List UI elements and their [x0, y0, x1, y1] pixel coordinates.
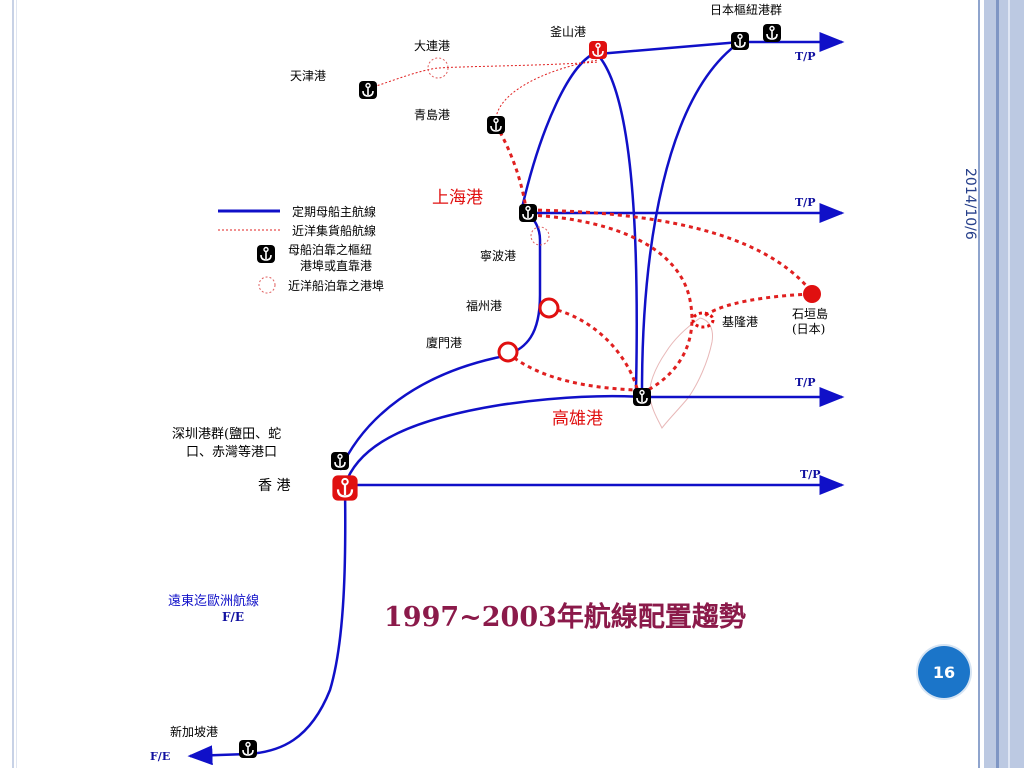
fe-label-bottom: F/E	[150, 750, 170, 763]
shenzhen-label-1: 深圳港群(鹽田、蛇	[172, 427, 281, 442]
fuzhou-port-marker	[538, 297, 560, 319]
main-route-shanghai-busan	[520, 50, 599, 209]
main-route-fe-arrow	[187, 745, 249, 766]
fe-label-mid: F/E	[222, 610, 244, 624]
ishigaki-label-1: 石垣島	[792, 306, 828, 321]
feeder-xiamen-kaohsiung	[507, 351, 637, 392]
xiamen-label: 廈門港	[426, 335, 462, 350]
slide-title: 1997~2003年航線配置趨勢	[384, 601, 746, 633]
tianjin-anchor-icon	[358, 80, 378, 100]
slide-date: 2014/10/6	[962, 168, 978, 240]
kaohsiung-anchor-icon	[632, 387, 652, 407]
japan-hub-anchor-icon-2	[762, 23, 782, 43]
legend-feeder-route-label: 近洋集貨船航線	[292, 223, 376, 238]
left-margin-line-2	[16, 0, 17, 768]
shanghai-label: 上海港	[432, 188, 483, 208]
japan-hub-anchor-icon	[730, 31, 750, 51]
dalian-port-marker	[427, 57, 449, 79]
fuzhou-label: 福州港	[466, 298, 502, 313]
main-route-busan-kaohsiung	[597, 54, 638, 391]
dalian-label: 大連港	[414, 39, 450, 53]
feeder-shanghai-kaohsiung	[529, 213, 694, 395]
shanghai-anchor-icon	[518, 203, 538, 223]
ishigaki-label-2: (日本)	[792, 322, 825, 336]
keelung-label: 基隆港	[722, 314, 758, 329]
route-diagram: 定期母船主航線 近洋集貨船航線 母船泊靠之樞紐 港埠或直靠港 近洋船泊靠之港埠 …	[150, 2, 845, 766]
busan-anchor-icon	[588, 40, 608, 60]
legend-feeder-port-swatch	[258, 276, 276, 294]
feeder-qingdao-shanghai	[498, 131, 528, 209]
shenzhen-anchor-icon	[330, 451, 350, 471]
main-route-hk-kaohsiung	[343, 394, 643, 486]
tp-label-japan: T/P	[795, 50, 815, 63]
page-number-badge: 16	[918, 646, 970, 698]
feeder-shanghai-ishigaki	[529, 208, 812, 291]
right-sidebar	[984, 0, 1024, 768]
left-margin-line	[12, 0, 14, 768]
taiwan-outline	[649, 317, 713, 429]
tianjin-label: 天津港	[290, 69, 326, 83]
fe-route-name: 遠東迄歐洲航線	[168, 593, 259, 609]
hongkong-anchor-icon	[331, 474, 359, 502]
sidebar-stripe	[996, 0, 999, 768]
legend-hub-label-1: 母船泊靠之樞紐	[288, 242, 372, 257]
tp-label-shanghai: T/P	[795, 196, 815, 209]
singapore-anchor-icon	[238, 739, 258, 759]
right-margin-line	[978, 0, 980, 768]
ishigaki-port-marker	[803, 285, 821, 303]
legend-hub-anchor-icon	[256, 244, 276, 264]
qingdao-anchor-icon	[486, 115, 506, 135]
feeder-qingdao-busan	[495, 59, 599, 119]
keelung-port-marker	[691, 311, 715, 329]
shenzhen-label-2: 口、赤灣等港口	[186, 444, 277, 460]
kaohsiung-label: 高雄港	[552, 409, 603, 429]
ningbo-label: 寧波港	[480, 248, 516, 263]
ningbo-port-marker	[530, 226, 550, 246]
qingdao-label: 青島港	[414, 107, 450, 122]
busan-label: 釜山港	[550, 24, 586, 39]
legend-main-route-label: 定期母船主航線	[292, 204, 376, 219]
feeder-fuzhou-kaohsiung	[549, 306, 640, 393]
tp-label-hongkong: T/P	[800, 468, 820, 481]
main-route-fe	[247, 487, 347, 756]
feeder-tianjin-dalian-busan	[369, 61, 599, 89]
hongkong-label: 香 港	[258, 478, 290, 494]
sidebar-stripe-2	[1008, 0, 1010, 768]
legend-hub-label-2: 港埠或直靠港	[300, 259, 372, 273]
legend-feeder-port-label: 近洋船泊靠之港埠	[288, 278, 384, 293]
japan-hub-label: 日本樞紐港群	[710, 2, 782, 17]
tp-label-kaohsiung: T/P	[795, 376, 815, 389]
singapore-label: 新加坡港	[170, 724, 218, 739]
main-route-kaohsiung-japan	[640, 40, 741, 393]
xiamen-port-marker	[497, 341, 519, 363]
